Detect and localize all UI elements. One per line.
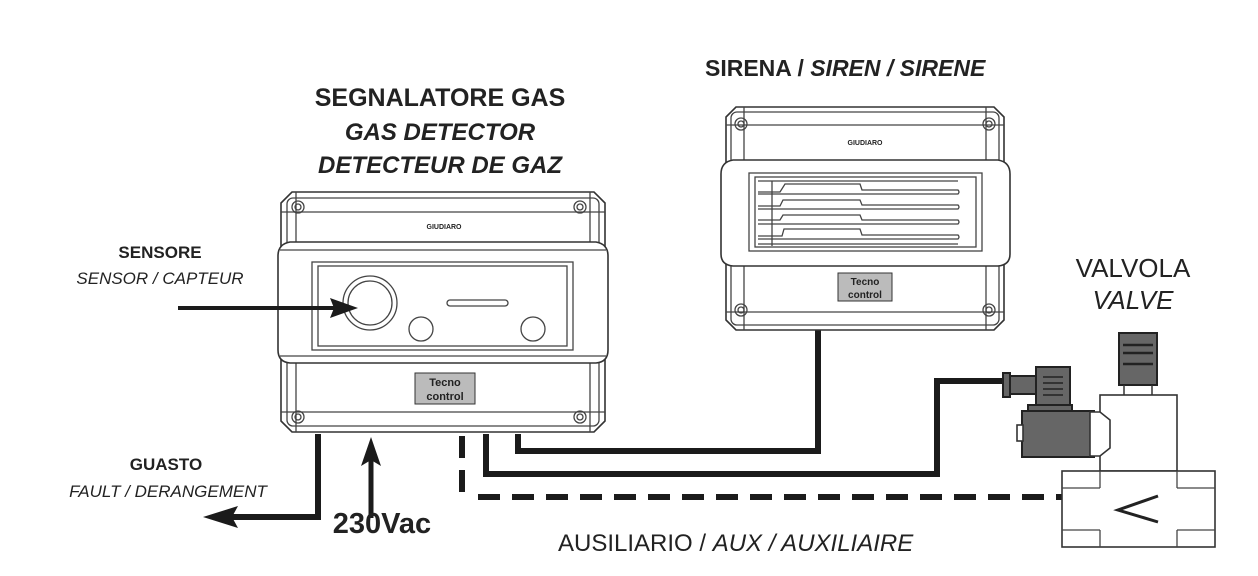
detector-brand: GIUDIARO: [427, 224, 463, 231]
detector-title-fr: DETECTEUR DE GAZ: [318, 152, 563, 179]
detector-title-en: GAS DETECTOR: [345, 119, 536, 146]
screw-icon: [982, 117, 996, 131]
detector-title-it: SEGNALATORE GAS: [315, 84, 566, 112]
valve-label-en: VALVE: [1093, 285, 1175, 315]
screw-icon: [573, 410, 587, 424]
flow-direction-icon: [1113, 494, 1159, 524]
screw-icon: [734, 303, 748, 317]
gas-detector-device: GIUDIARO Tecno control: [277, 191, 609, 433]
screw-icon: [291, 410, 305, 424]
screw-icon: [982, 303, 996, 317]
sensor-label-en-fr: SENSOR / CAPTEUR: [76, 269, 243, 288]
screw-icon: [573, 200, 587, 214]
screw-icon: [291, 200, 305, 214]
fault-label-it: GUASTO: [130, 455, 202, 474]
fault-label-en-fr: FAULT / DERANGEMENT: [69, 482, 268, 501]
sensor-label-it: SENSORE: [118, 243, 201, 262]
siren-brand: GIUDIARO: [848, 140, 884, 147]
power-label: 230Vac: [333, 508, 431, 540]
svg-text:Tecno: Tecno: [851, 277, 880, 288]
valve-label-it: VALVOLA: [1076, 253, 1191, 283]
power-arrow-icon: [361, 437, 381, 518]
siren-device: GIUDIARO Tecno control: [720, 106, 1011, 331]
svg-text:control: control: [426, 391, 463, 403]
aux-label: AUSILIARIO / AUX / AUXILIAIRE: [558, 530, 914, 557]
svg-text:control: control: [848, 290, 882, 301]
tecnocontrol-logo: Tecno control: [837, 272, 893, 302]
siren-label: SIRENA / SIREN / SIRENE: [705, 55, 986, 81]
svg-text:Tecno: Tecno: [429, 377, 461, 389]
fault-arrow-icon: [203, 434, 321, 528]
screw-icon: [734, 117, 748, 131]
siren-wire: [515, 330, 821, 454]
valve-wire: [483, 378, 1003, 477]
solenoid-valve: [1002, 332, 1216, 548]
tecnocontrol-logo: Tecno control: [414, 372, 476, 405]
sensor-arrow-icon: [178, 298, 358, 318]
